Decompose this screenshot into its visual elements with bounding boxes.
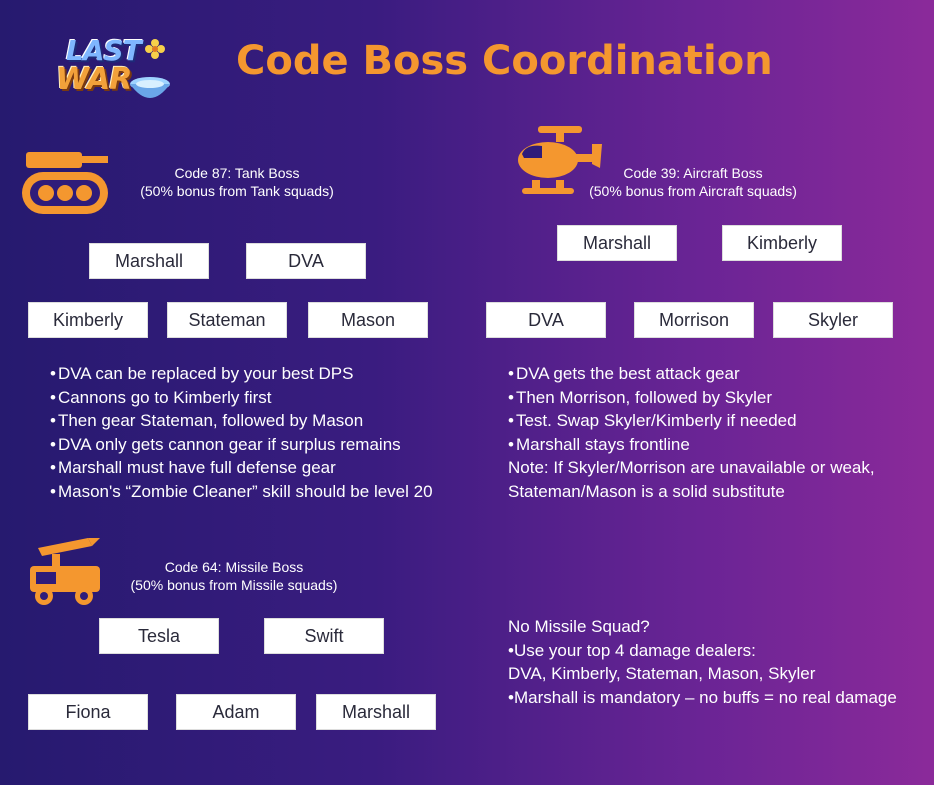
no-missile-tip: •Use your top 4 damage dealers: xyxy=(508,640,756,660)
missile-hero-fiona[interactable]: Fiona xyxy=(28,694,148,730)
aircraft-tip: Then Morrison, followed by Skyler xyxy=(508,386,875,410)
bowl-icon xyxy=(130,77,170,98)
no-missile-squad-note: No Missile Squad? •Use your top 4 damage… xyxy=(508,615,897,709)
missile-hero-marshall[interactable]: Marshall xyxy=(316,694,436,730)
page-title: Code Boss Coordination xyxy=(236,38,773,84)
tank-tip: Marshall must have full defense gear xyxy=(50,456,433,480)
no-missile-tip: •Marshall is mandatory – no buffs = no r… xyxy=(508,687,897,707)
aircraft-hero-dva[interactable]: DVA xyxy=(486,302,606,338)
aircraft-hero-kimberly[interactable]: Kimberly xyxy=(722,225,842,261)
aircraft-note-line2: Stateman/Mason is a solid substitute xyxy=(508,481,785,501)
game-logo: LAST WAR xyxy=(52,32,172,102)
aircraft-tip: DVA gets the best attack gear xyxy=(508,362,875,386)
aircraft-tip: Marshall stays frontline xyxy=(508,433,875,457)
tank-hero-stateman[interactable]: Stateman xyxy=(167,302,287,338)
tank-tip: Mason's “Zombie Cleaner” skill should be… xyxy=(50,480,433,504)
missile-hero-adam[interactable]: Adam xyxy=(176,694,296,730)
missile-boss-bonus: (50% bonus from Missile squads) xyxy=(130,577,338,593)
tank-hero-dva[interactable]: DVA xyxy=(246,243,366,279)
no-missile-heroes: DVA, Kimberly, Stateman, Mason, Skyler xyxy=(508,664,816,683)
missile-boss-title: Code 64: Missile Boss xyxy=(164,559,304,575)
aircraft-boss-bonus: (50% bonus from Aircraft squads) xyxy=(589,183,797,199)
tank-hero-kimberly[interactable]: Kimberly xyxy=(28,302,148,338)
aircraft-hero-skyler[interactable]: Skyler xyxy=(773,302,893,338)
tank-tip: DVA can be replaced by your best DPS xyxy=(50,362,433,386)
missile-hero-swift[interactable]: Swift xyxy=(264,618,384,654)
tank-tip: Then gear Stateman, followed by Mason xyxy=(50,409,433,433)
aircraft-note-line1: Note: If Skyler/Morrison are unavailable… xyxy=(508,458,875,477)
tank-boss-bonus: (50% bonus from Tank squads) xyxy=(140,183,334,199)
missile-boss-heading: Code 64: Missile Boss (50% bonus from Mi… xyxy=(114,558,354,594)
tank-boss-heading: Code 87: Tank Boss (50% bonus from Tank … xyxy=(132,164,342,200)
aircraft-hero-marshall[interactable]: Marshall xyxy=(557,225,677,261)
missile-truck-icon xyxy=(30,538,100,605)
tank-hero-mason[interactable]: Mason xyxy=(308,302,428,338)
aircraft-tips-list: DVA gets the best attack gear Then Morri… xyxy=(508,362,875,503)
aircraft-boss-heading: Code 39: Aircraft Boss (50% bonus from A… xyxy=(568,164,818,200)
tank-icon xyxy=(22,152,108,214)
missile-hero-tesla[interactable]: Tesla xyxy=(99,618,219,654)
tank-tip: DVA only gets cannon gear if surplus rem… xyxy=(50,433,433,457)
tank-tip: Cannons go to Kimberly first xyxy=(50,386,433,410)
no-missile-question: No Missile Squad? xyxy=(508,617,650,636)
logo-text-last: LAST xyxy=(66,34,142,67)
aircraft-hero-morrison[interactable]: Morrison xyxy=(634,302,754,338)
aircraft-tip: Test. Swap Skyler/Kimberly if needed xyxy=(508,409,875,433)
tank-hero-marshall[interactable]: Marshall xyxy=(89,243,209,279)
aircraft-boss-title: Code 39: Aircraft Boss xyxy=(623,165,763,181)
tank-tips-list: DVA can be replaced by your best DPS Can… xyxy=(50,362,433,503)
flower-icon xyxy=(145,39,165,59)
logo-text-war: WAR xyxy=(56,62,132,97)
tank-boss-title: Code 87: Tank Boss xyxy=(174,165,300,181)
helicopter-icon xyxy=(518,126,602,194)
